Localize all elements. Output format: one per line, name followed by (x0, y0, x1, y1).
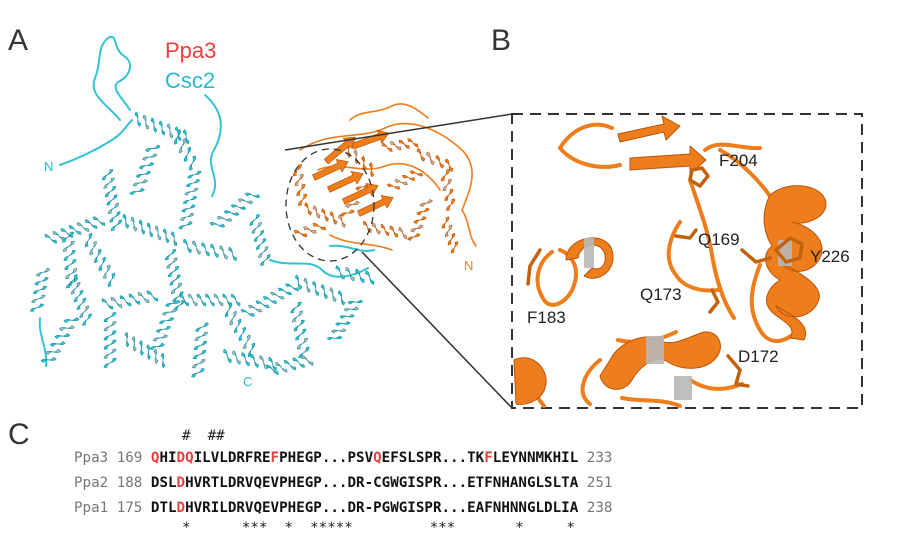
helix (362, 220, 408, 240)
helix (40, 317, 80, 363)
sequence-start: 175 (116, 500, 151, 516)
helix (599, 331, 721, 400)
sequence-name: Ppa3 (74, 450, 117, 466)
residue-label-q173: Q173 (640, 285, 682, 304)
csc2-n-terminus-label: N (44, 159, 53, 174)
helix (102, 169, 122, 231)
helix (223, 349, 277, 371)
beta-strand (617, 115, 707, 175)
helix (122, 213, 178, 247)
helix (101, 290, 159, 310)
panel-label-b: B (491, 24, 511, 57)
sequence-start: 188 (116, 475, 151, 491)
helix (149, 299, 181, 351)
helix (441, 216, 459, 254)
helix (335, 265, 375, 285)
sequence-alignment: # ## Ppa3 169 QHIDQILVLDRFREFPHEGP...PSV… (0, 428, 900, 555)
legend-csc2: Csc2 (165, 68, 215, 93)
sequence-start: 169 (116, 450, 151, 466)
helix (249, 213, 271, 267)
ppa3-structure (293, 103, 477, 254)
helix (293, 164, 307, 206)
ppa3-n-terminus-label: N (464, 258, 473, 273)
helix (387, 170, 423, 190)
alignment-row-ppa2: Ppa2 188 DSLDHVRTLDRVQEVPHEGP...DR-CGWGI… (74, 473, 612, 493)
helix (304, 202, 346, 228)
beta-strand (327, 171, 364, 193)
hash-marks-row: # ## (182, 428, 225, 444)
helix (191, 322, 209, 378)
sequence-residues: DTLDHVRILDRVQEVPHEGP...DR-PGWGISPR...EAF… (150, 500, 579, 516)
helix (129, 144, 161, 196)
helix (178, 170, 202, 230)
alignment-row-ppa3: Ppa3 169 QHIDQILVLDRFREFPHEGP...PSVQEFSL… (74, 448, 612, 468)
helix (407, 199, 433, 241)
helix (240, 283, 300, 317)
helix (293, 223, 327, 237)
sequence-end: 238 (578, 500, 613, 516)
sequence-residues: DSLDHVRTLDRVQEVPHEGP...DR-CGWGISPR...ETF… (150, 475, 579, 491)
beta-strand (312, 159, 349, 181)
beta-strand (342, 183, 379, 205)
residue-label-f183: F183 (527, 308, 566, 327)
helix (179, 293, 241, 307)
csc2-c-terminus-label: C (243, 374, 252, 389)
helix (416, 148, 454, 172)
sequence-residues: QHIDQILVLDRFREFPHEGP...PSVQEFSLSPR...TKF… (150, 450, 579, 466)
helix (294, 274, 346, 306)
helix (62, 231, 78, 289)
helix (381, 138, 419, 152)
helix (84, 232, 116, 288)
helix (174, 129, 196, 171)
beta-strand (357, 195, 394, 217)
residue-label-y226: Y226 (810, 247, 850, 266)
csc2-structure (29, 35, 375, 378)
residue-label-f204: F204 (719, 151, 758, 170)
zoom-indicator (284, 113, 513, 409)
helix (29, 268, 51, 312)
zoom-box (511, 113, 863, 409)
helix (209, 192, 261, 228)
helix (441, 169, 455, 211)
sequence-end: 233 (578, 450, 613, 466)
conservation-row: * *** * ***** *** * * (182, 520, 575, 536)
helix (103, 312, 117, 368)
helix (68, 274, 92, 326)
residue-label-q169: Q169 (698, 230, 740, 249)
panel-label-c: C (8, 418, 30, 451)
helix (134, 111, 190, 145)
helix (513, 357, 547, 405)
alignment-row-ppa1: Ppa1 175 DTLDHVRILDRVQEVPHEGP...DR-PGWGI… (74, 498, 612, 518)
panel-label-a: A (8, 24, 28, 57)
sequence-name: Ppa1 (74, 500, 117, 516)
sequence-end: 251 (578, 475, 613, 491)
helix (565, 237, 614, 279)
helix (290, 301, 310, 359)
closeup-structure (513, 115, 827, 408)
helix (183, 239, 237, 261)
helix (124, 332, 166, 368)
helix (266, 355, 314, 375)
residue-label-d172: D172 (738, 347, 779, 366)
helix (224, 302, 256, 358)
sequence-name: Ppa2 (74, 475, 117, 491)
helix (327, 299, 363, 341)
legend-ppa3: Ppa3 (165, 38, 216, 63)
beta-strand (351, 129, 390, 150)
helix (165, 249, 185, 311)
